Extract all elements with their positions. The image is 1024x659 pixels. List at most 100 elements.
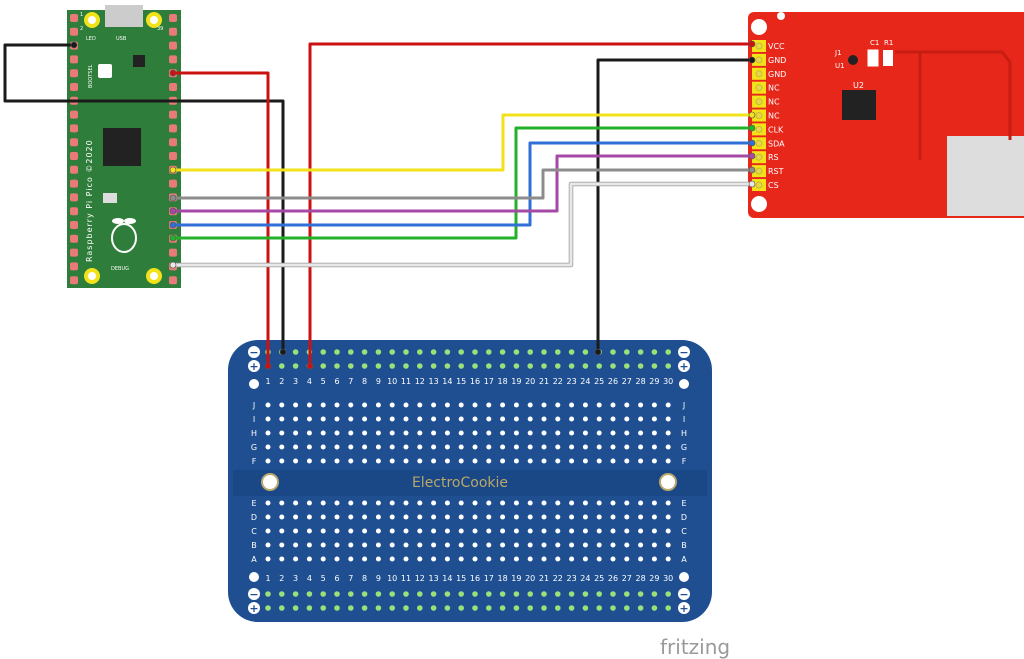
breadboard-hole[interactable] bbox=[472, 458, 478, 464]
rail-hole[interactable] bbox=[637, 591, 644, 597]
breadboard-hole[interactable] bbox=[279, 500, 285, 506]
breadboard-hole[interactable] bbox=[596, 444, 602, 450]
breadboard-hole[interactable] bbox=[362, 528, 368, 534]
breadboard-hole[interactable] bbox=[513, 528, 519, 534]
breadboard-hole[interactable] bbox=[610, 416, 616, 422]
breadboard-hole[interactable] bbox=[375, 458, 381, 464]
breadboard-hole[interactable] bbox=[624, 528, 630, 534]
breadboard-hole[interactable] bbox=[638, 542, 644, 548]
pico-pin[interactable] bbox=[169, 276, 177, 285]
breadboard-hole[interactable] bbox=[403, 556, 409, 562]
breadboard-hole[interactable] bbox=[293, 444, 299, 450]
rail-hole[interactable] bbox=[651, 349, 658, 355]
lcd-module[interactable]: U2 C1 R1 J1 U1 VCCGNDGNDNCNCNCCLKSDARSRS… bbox=[748, 12, 1024, 218]
breadboard-hole[interactable] bbox=[555, 500, 561, 506]
breadboard-hole[interactable] bbox=[541, 430, 547, 436]
rail-hole[interactable] bbox=[334, 363, 340, 369]
pico-pin[interactable] bbox=[70, 234, 78, 243]
breadboard-hole[interactable] bbox=[472, 528, 478, 534]
breadboard-hole[interactable] bbox=[638, 500, 644, 506]
breadboard-hole[interactable] bbox=[265, 556, 271, 562]
rail-hole[interactable] bbox=[582, 605, 589, 611]
rail-hole[interactable] bbox=[361, 591, 368, 597]
breadboard-hole[interactable] bbox=[665, 514, 671, 520]
wire-end[interactable] bbox=[594, 348, 602, 356]
breadboard-hole[interactable] bbox=[472, 402, 478, 408]
pico-pin[interactable] bbox=[70, 69, 78, 78]
rail-hole[interactable] bbox=[265, 591, 271, 597]
breadboard-hole[interactable] bbox=[431, 444, 437, 450]
rail-hole[interactable] bbox=[334, 591, 340, 597]
breadboard-hole[interactable] bbox=[293, 528, 299, 534]
breadboard-hole[interactable] bbox=[569, 542, 575, 548]
breadboard-hole[interactable] bbox=[596, 528, 602, 534]
breadboard-hole[interactable] bbox=[279, 514, 285, 520]
breadboard-hole[interactable] bbox=[293, 514, 299, 520]
rail-hole[interactable] bbox=[265, 605, 271, 611]
rail-hole[interactable] bbox=[458, 591, 465, 597]
breadboard-hole[interactable] bbox=[486, 500, 492, 506]
breadboard-hole[interactable] bbox=[610, 458, 616, 464]
wire-vbus-power[interactable] bbox=[169, 69, 272, 370]
breadboard-hole[interactable] bbox=[444, 402, 450, 408]
pico-pin[interactable] bbox=[70, 193, 78, 202]
breadboard-hole[interactable] bbox=[320, 430, 326, 436]
breadboard-hole[interactable] bbox=[513, 430, 519, 436]
breadboard-hole[interactable] bbox=[306, 556, 312, 562]
breadboard-hole[interactable] bbox=[651, 556, 657, 562]
breadboard-hole[interactable] bbox=[362, 500, 368, 506]
breadboard-hole[interactable] bbox=[431, 528, 437, 534]
breadboard-hole[interactable] bbox=[527, 528, 533, 534]
breadboard-hole[interactable] bbox=[472, 416, 478, 422]
wire-end[interactable] bbox=[70, 41, 78, 49]
pico-pin[interactable] bbox=[70, 207, 78, 216]
breadboard-hole[interactable] bbox=[417, 458, 423, 464]
breadboard-hole[interactable] bbox=[375, 416, 381, 422]
breadboard-hole[interactable] bbox=[651, 444, 657, 450]
breadboard-hole[interactable] bbox=[348, 402, 354, 408]
breadboard-hole[interactable] bbox=[265, 528, 271, 534]
breadboard-hole[interactable] bbox=[375, 528, 381, 534]
breadboard-hole[interactable] bbox=[431, 556, 437, 562]
breadboard-hole[interactable] bbox=[431, 458, 437, 464]
breadboard-hole[interactable] bbox=[665, 556, 671, 562]
rail-hole[interactable] bbox=[555, 349, 561, 355]
breadboard-hole[interactable] bbox=[375, 430, 381, 436]
breadboard-hole[interactable] bbox=[555, 514, 561, 520]
rail-hole[interactable] bbox=[348, 605, 354, 611]
rail-hole[interactable] bbox=[499, 363, 506, 369]
rail-hole[interactable] bbox=[651, 363, 658, 369]
breadboard-hole[interactable] bbox=[555, 430, 561, 436]
rail-hole[interactable] bbox=[417, 349, 423, 355]
breadboard-hole[interactable] bbox=[389, 514, 395, 520]
raspberry-pi-pico[interactable]: LED USB DEBUG 1 2 39 BOOTSEL Raspberry P… bbox=[67, 5, 181, 288]
breadboard-hole[interactable] bbox=[348, 556, 354, 562]
rail-hole[interactable] bbox=[348, 591, 354, 597]
wire-end[interactable] bbox=[169, 166, 177, 174]
breadboard-hole[interactable] bbox=[665, 458, 671, 464]
wire-lcd-nc[interactable] bbox=[169, 111, 756, 174]
breadboard-hole[interactable] bbox=[320, 514, 326, 520]
breadboard-hole[interactable] bbox=[555, 556, 561, 562]
rail-hole[interactable] bbox=[430, 591, 437, 597]
breadboard-hole[interactable] bbox=[596, 430, 602, 436]
breadboard-hole[interactable] bbox=[403, 458, 409, 464]
breadboard-hole[interactable] bbox=[541, 402, 547, 408]
rail-hole[interactable] bbox=[624, 591, 630, 597]
breadboard-hole[interactable] bbox=[569, 458, 575, 464]
breadboard-hole[interactable] bbox=[389, 430, 395, 436]
breadboard-hole[interactable] bbox=[334, 514, 340, 520]
rail-hole[interactable] bbox=[361, 605, 368, 611]
breadboard-hole[interactable] bbox=[362, 416, 368, 422]
breadboard-hole[interactable] bbox=[486, 556, 492, 562]
breadboard-hole[interactable] bbox=[651, 402, 657, 408]
breadboard-hole[interactable] bbox=[582, 528, 588, 534]
breadboard-hole[interactable] bbox=[389, 528, 395, 534]
breadboard-hole[interactable] bbox=[610, 444, 616, 450]
breadboard-hole[interactable] bbox=[403, 416, 409, 422]
breadboard-hole[interactable] bbox=[417, 528, 423, 534]
breadboard-hole[interactable] bbox=[348, 514, 354, 520]
breadboard-hole[interactable] bbox=[555, 402, 561, 408]
breadboard-hole[interactable] bbox=[665, 402, 671, 408]
rail-hole[interactable] bbox=[389, 591, 396, 597]
